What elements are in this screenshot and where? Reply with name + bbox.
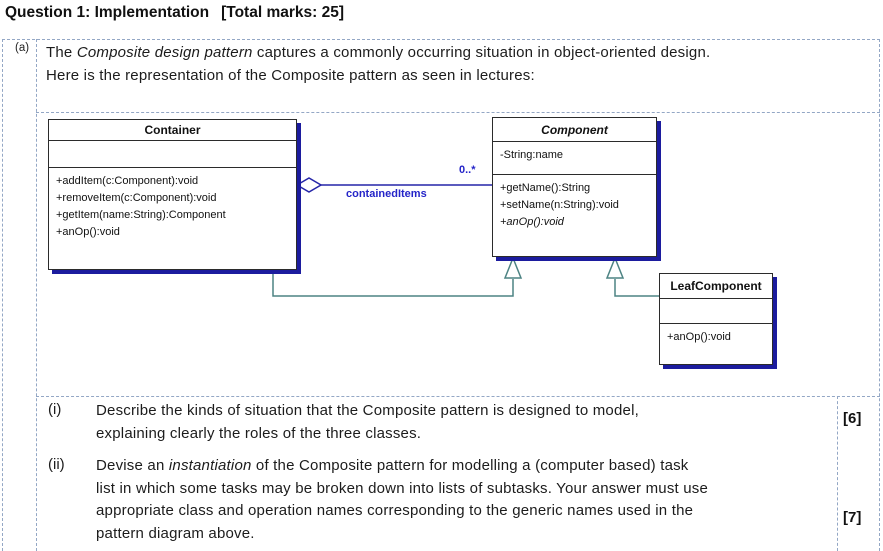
part-a-label: (a) <box>15 42 30 54</box>
uml-operation: +removeItem(c:Component):void <box>56 192 217 204</box>
marks-column-divider <box>837 396 838 551</box>
uml-attribute: -String:name <box>500 149 563 161</box>
question-line: pattern diagram above. <box>96 524 255 542</box>
association-name: containedItems <box>346 188 427 200</box>
question-title: Question 1: Implementation <box>5 4 210 21</box>
association-multiplicity: 0..* <box>459 164 476 176</box>
row-divider-2 <box>36 396 880 397</box>
uml-operation: +setName(n:String):void <box>500 199 619 211</box>
uml-connectors <box>272 177 659 297</box>
aggregation-diamond-icon <box>295 177 323 193</box>
table-top-border <box>2 39 880 40</box>
uml-operation: +getItem(name:String):Component <box>56 209 226 221</box>
uml-operations: +addItem(c:Component):void +removeItem(c… <box>49 168 296 269</box>
row-divider-1 <box>36 112 880 113</box>
intro-italic-phrase: Composite design pattern <box>76 44 253 61</box>
table-right-border <box>879 39 880 551</box>
intro-line-2: Here is the representation of the Compos… <box>46 66 535 84</box>
uml-operation-abstract: +anOp():void <box>500 216 564 228</box>
intro-line-1: The Composite design pattern captures a … <box>46 44 711 61</box>
question-ii-label: (ii) <box>48 456 65 473</box>
label-column-divider <box>36 39 37 551</box>
part-a-intro: The Composite design pattern captures a … <box>46 42 872 87</box>
total-marks: [Total marks: 25] <box>221 4 344 21</box>
question-ii-text: Devise an instantiation of the Composite… <box>96 455 836 545</box>
uml-class-name: Container <box>49 120 296 141</box>
question-line: explaining clearly the roles of the thre… <box>96 424 422 442</box>
uml-attributes: -String:name <box>493 142 656 175</box>
uml-operation: +anOp():void <box>667 331 731 343</box>
uml-class-leafcomponent: LeafComponent +anOp():void <box>659 273 773 365</box>
uml-class-name: LeafComponent <box>660 274 772 299</box>
generalization-arrow-icon <box>605 255 625 279</box>
generalization-line-leaf <box>614 279 659 297</box>
uml-operation: +getName():String <box>500 182 591 194</box>
question-i-label: (i) <box>48 401 62 418</box>
uml-class-container: Container +addItem(c:Component):void +re… <box>48 119 297 270</box>
uml-operations: +getName():String +setName(n:String):voi… <box>493 175 656 256</box>
question-italic-phrase: instantiation <box>168 457 252 474</box>
question-i-text: Describe the kinds of situation that the… <box>96 400 836 445</box>
question-line: appropriate class and operation names co… <box>96 502 694 519</box>
uml-attributes-empty <box>660 299 772 324</box>
uml-class-name: Component <box>493 118 656 142</box>
question-line: Devise an instantiation of the Composite… <box>96 457 689 474</box>
question-line: list in which some tasks may be broken d… <box>96 479 709 497</box>
generalization-arrow-icon <box>503 255 523 279</box>
uml-operation: +addItem(c:Component):void <box>56 175 199 187</box>
question-line: Describe the kinds of situation that the… <box>96 402 639 419</box>
uml-class-component: Component -String:name +getName():String… <box>492 117 657 257</box>
marks-badge-i: [6] <box>843 410 862 427</box>
table-left-border <box>2 39 3 551</box>
uml-attributes-empty <box>49 141 296 168</box>
generalization-line-container <box>272 273 514 297</box>
uml-operations: +anOp():void <box>660 324 772 364</box>
marks-badge-ii: [7] <box>843 509 862 526</box>
question-heading: Question 1: Implementation [Total marks: … <box>5 4 344 22</box>
uml-operation: +anOp():void <box>56 226 120 238</box>
